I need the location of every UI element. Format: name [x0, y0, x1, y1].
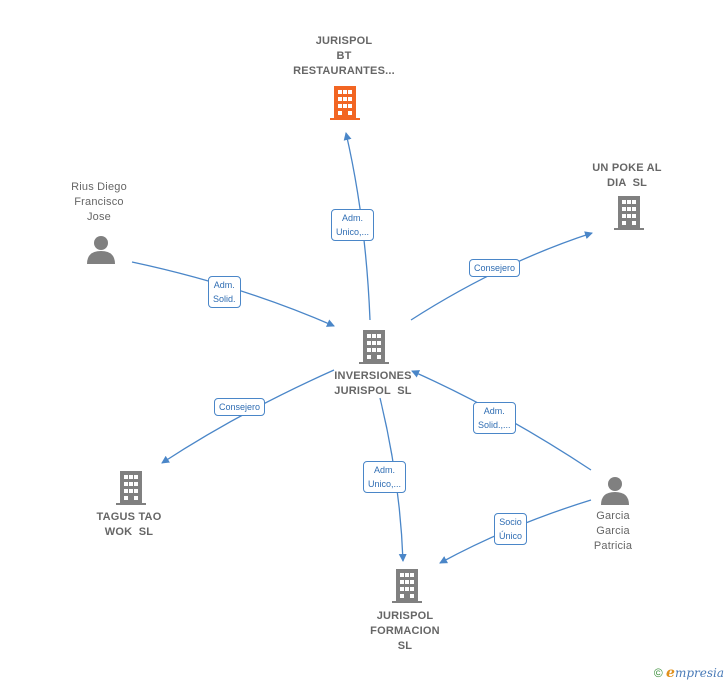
node-label-line: JURISPOL: [376, 610, 434, 622]
node-rius-diego-francisco-jose[interactable]: Rius Diego Francisco Jose: [50, 180, 148, 225]
edge-label-line: Unico,...: [368, 479, 402, 489]
edge-label-adm-unico[interactable]: Adm. Unico,...: [363, 461, 407, 493]
node-label-line: FORMACION: [370, 625, 440, 637]
node-label-line: Rius Diego: [71, 181, 127, 193]
edge-label-line: Consejero: [474, 263, 516, 273]
brand-logo: empresia: [666, 665, 724, 681]
node-label-line: TAGUS TAO: [96, 511, 162, 523]
edge-label-line: Adm.: [213, 280, 235, 290]
node-label-line: JURISPOL: [315, 35, 373, 47]
copyright-icon: ©: [653, 666, 663, 680]
building-icon: [392, 569, 422, 603]
edge-center-to-tagus: [161, 369, 335, 464]
person-icon: [601, 477, 629, 505]
building-icon: [614, 196, 644, 230]
building-icon: [359, 330, 389, 364]
node-label: Garcia Garcia Patricia: [576, 509, 650, 554]
node-label-line: BT: [336, 50, 352, 62]
node-label-line: RESTAURANTES...: [293, 65, 395, 77]
brand-logo-text: mpresia: [674, 666, 724, 680]
edge-label-adm-solid[interactable]: Adm. Solid.: [208, 276, 241, 308]
edge-label-line: Único: [499, 531, 523, 541]
node-garcia-garcia-patricia[interactable]: Garcia Garcia Patricia: [576, 509, 650, 554]
node-label: TAGUS TAO WOK SL: [76, 510, 182, 540]
node-label: Rius Diego Francisco Jose: [50, 180, 148, 225]
node-label-line: Francisco: [74, 196, 124, 208]
edge-label-line: Solid.: [213, 294, 236, 304]
edge-label-consejero[interactable]: Consejero: [469, 259, 521, 277]
node-label-line: UN POKE AL: [592, 162, 662, 174]
node-jurispol-formacion[interactable]: JURISPOL FORMACION SL: [350, 609, 460, 654]
edge-label-socio-unico[interactable]: Socio Único: [494, 513, 528, 545]
brand-logo-initial: e: [666, 665, 675, 681]
edge-label-line: Socio: [499, 517, 522, 527]
building-icon: [330, 86, 360, 120]
node-jurispol-bt-restaurantes[interactable]: JURISPOL BT RESTAURANTES...: [272, 34, 416, 79]
edge-label-consejero[interactable]: Consejero: [214, 398, 266, 416]
node-label-line: Patricia: [593, 540, 633, 552]
node-un-poke-al-dia[interactable]: UN POKE AL DIA SL: [570, 161, 684, 191]
edge-label-line: Solid.,...: [478, 420, 511, 430]
edge-label-line: Unico,...: [336, 227, 370, 237]
node-label: JURISPOL FORMACION SL: [350, 609, 460, 654]
node-label-line: Garcia: [596, 525, 630, 537]
node-inversiones-jurispol[interactable]: INVERSIONES JURISPOL SL: [314, 369, 432, 399]
node-label: JURISPOL BT RESTAURANTES...: [272, 34, 416, 79]
footer-brand: © empresia: [654, 665, 724, 681]
edge-label-adm-solid[interactable]: Adm. Solid.,...: [473, 402, 516, 434]
building-icon: [116, 471, 146, 505]
node-label: INVERSIONES JURISPOL SL: [314, 369, 432, 399]
edge-label-adm-unico[interactable]: Adm. Unico,...: [331, 209, 375, 241]
person-icon: [87, 236, 115, 264]
node-label-line: WOK SL: [104, 526, 154, 538]
node-label-line: DIA SL: [606, 177, 648, 189]
node-label-line: Jose: [86, 211, 112, 223]
node-label-line: SL: [397, 640, 413, 652]
edge-label-line: Adm.: [342, 213, 364, 223]
node-label-line: Garcia: [596, 510, 630, 522]
edge-label-line: Consejero: [219, 402, 261, 412]
node-label-line: INVERSIONES: [334, 370, 412, 382]
node-label: UN POKE AL DIA SL: [570, 161, 684, 191]
node-label-line: JURISPOL SL: [334, 385, 412, 397]
node-tagus-tao-wok[interactable]: TAGUS TAO WOK SL: [76, 510, 182, 540]
edge-label-line: Adm.: [483, 406, 505, 416]
edge-label-line: Adm.: [374, 465, 396, 475]
